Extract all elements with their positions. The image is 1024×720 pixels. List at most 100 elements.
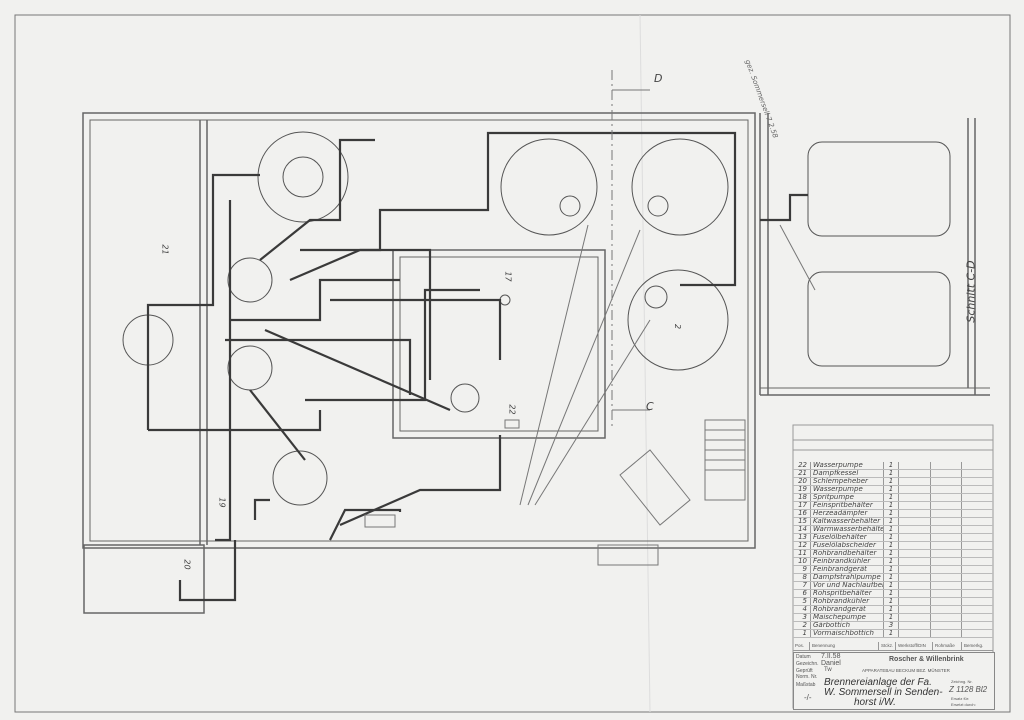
empty-cell [929,566,962,573]
empty-cell [898,462,930,469]
empty-cell [929,598,962,605]
section-label: Schnitt C-D [964,260,978,323]
part-qty: 1 [883,486,898,493]
part-name: Vor und Nachlaufbeh. [810,582,883,589]
empty-cell [929,542,962,549]
empty-cell [898,606,930,613]
part-name: Feinbrandkühler [810,558,883,565]
part-name: Dampfstrahlpumpe [810,574,883,581]
stairs [597,419,746,566]
part-name: Feinbrandgerät [810,566,883,573]
empty-cell [929,630,962,637]
title-line-1: Brennereianlage der Fa. [824,677,932,688]
part-name: Fuselölbehälter [810,534,883,541]
part-pos: 12 [798,542,807,549]
checked-label: Geprüft [796,668,813,674]
header-qty: Stckz. [878,642,895,650]
part-qty: 1 [883,550,898,557]
empty-cell [898,502,930,509]
drawing-no-label: Zeichng. Nr. [951,679,973,684]
header-name: Benennung [809,642,878,650]
part-pos: 9 [802,566,807,573]
part-qty: 1 [883,526,898,533]
part-qty: 1 [883,614,898,621]
label-20: 20 [182,559,192,570]
part-pos: 8 [802,574,807,581]
part-name: Spritpumpe [810,494,883,501]
tanks [122,131,951,506]
empty-cell [961,558,993,565]
fold-line [639,14,651,713]
empty-cell [961,510,993,517]
part-pos: 19 [798,486,807,493]
part-qty: 1 [883,518,898,525]
empty-cell [929,494,962,501]
label-2: 2 [673,323,683,330]
empty-cell [961,542,993,549]
empty-cell [898,510,930,517]
empty-cell [898,558,930,565]
empty-cell [961,478,993,485]
norm-label: Norm. Nr. [796,674,818,680]
empty-cell [961,494,993,501]
empty-cell [929,502,962,509]
part-qty: 1 [883,494,898,501]
company-sub: APPARATEBAU BECKUM BEZ. MÜNSTER [862,668,950,673]
checked-by: Tw [824,667,832,673]
empty-cell [961,590,993,597]
part-qty: 1 [883,582,898,589]
part-pos: 2 [802,622,807,629]
part-pos: 1 [802,630,807,637]
part-name: Feinspritbehälter [810,502,883,509]
part-pos: 4 [802,606,807,613]
replaced-by-label: Ersetzt durch: [951,702,976,707]
empty-cell [961,462,993,469]
empty-cell [898,534,930,541]
part-name: Rohbrandbehälter [810,550,883,557]
empty-cell [898,518,930,525]
label-19: 19 [217,497,227,508]
empty-cell [898,622,930,629]
replaces-label: Ersatz für: [951,696,970,701]
drawn-label: Gezeichn. [796,661,819,667]
part-qty: 1 [883,566,898,573]
empty-cell [898,486,930,493]
part-name: Dampfkessel [810,470,883,477]
part-qty: 1 [883,574,898,581]
empty-cell [898,614,930,621]
part-pos: 13 [798,534,807,541]
marker-d: D [654,72,663,85]
part-pos: 10 [798,558,807,565]
part-name: Rohbrandgerät [810,606,883,613]
empty-cell [929,582,962,589]
empty-cell [961,582,993,589]
part-pos: 5 [802,598,807,605]
scale: -/- [804,693,812,702]
empty-cell [929,478,962,485]
header-remarks: Bemerkg. [961,642,986,650]
part-name: Kaltwasserbehälter [810,518,883,525]
part-pos: 14 [798,526,807,533]
part-pos: 15 [798,518,807,525]
part-qty: 1 [883,598,898,605]
part-qty: 1 [883,606,898,613]
part-pos: 17 [798,502,807,509]
empty-cell [898,598,930,605]
part-name: Vormaischbottich [810,630,883,637]
title-line-3: horst i/W. [854,697,896,708]
datum: 7.II.58 [821,653,841,660]
empty-cell [961,566,993,573]
empty-cell [898,582,930,589]
title-block: Datum 7.II.58 Gezeichn. Daniel Geprüft T… [793,652,995,710]
part-qty: 1 [883,558,898,565]
